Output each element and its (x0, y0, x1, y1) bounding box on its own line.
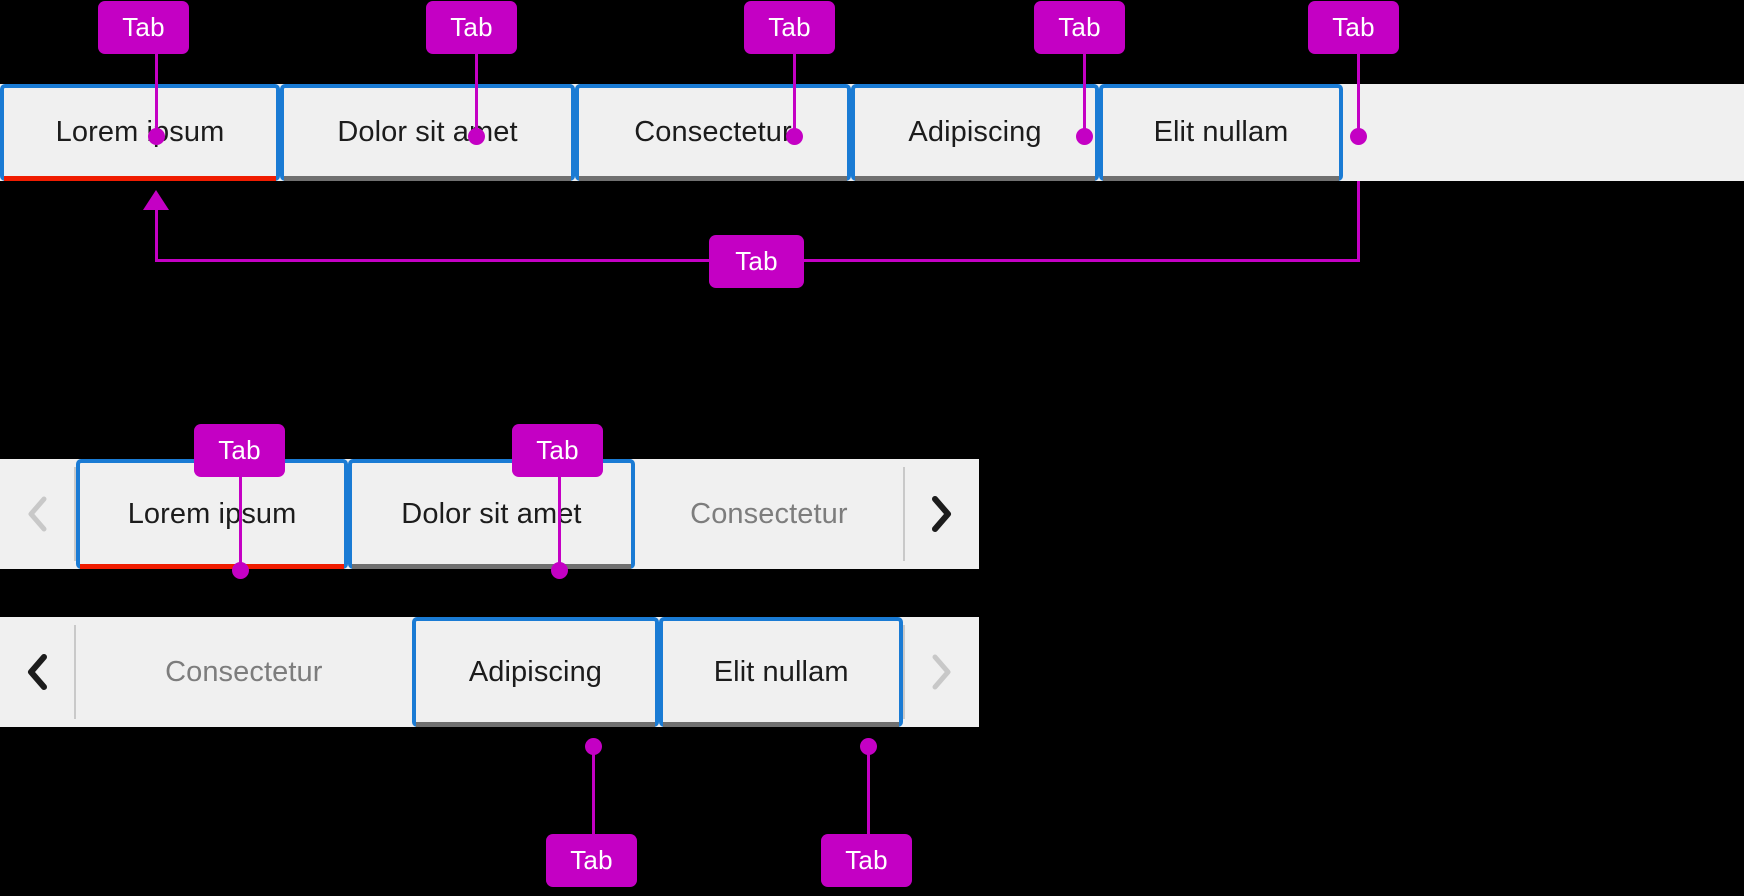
tab-label: Dolor sit amet (401, 497, 582, 530)
tab-elit-nullam[interactable]: Elit nullam (659, 617, 903, 727)
annotation-badge-label: Tab (218, 435, 261, 465)
annotation-badge: Tab (546, 834, 637, 887)
annotation-leader-line (475, 50, 478, 138)
scroll-prev-button[interactable] (0, 459, 76, 569)
annotation-anchor-dot (1350, 128, 1367, 145)
annotation-leader-line (793, 50, 796, 138)
tab-adipiscing[interactable]: Adipiscing (851, 84, 1099, 181)
tab-consectetur[interactable]: Consectetur (634, 459, 903, 569)
tab-label: Consectetur (690, 497, 848, 530)
annotation-badge-label: Tab (735, 246, 778, 276)
scrollable-tab-bar-page-2: Consectetur Adipiscing Elit nullam (0, 617, 979, 727)
annotation-badge: Tab (744, 1, 835, 54)
annotation-badge-label: Tab (768, 12, 811, 42)
tab-label: Lorem ipsum (55, 116, 225, 148)
tab-label: Consectetur (634, 116, 792, 148)
annotation-badge-label: Tab (122, 12, 165, 42)
annotation-leader-line (592, 748, 595, 843)
chevron-right-icon (932, 496, 951, 532)
tab-lorem-ipsum[interactable]: Lorem ipsum (0, 84, 280, 181)
annotation-anchor-dot (232, 562, 249, 579)
tab-elit-nullam[interactable]: Elit nullam (1099, 84, 1343, 181)
nav-divider (903, 625, 905, 719)
scroll-prev-button[interactable] (0, 617, 76, 727)
tab-consectetur[interactable]: Consectetur (575, 84, 851, 181)
chevron-left-icon (28, 654, 47, 690)
tab-label: Elit nullam (713, 655, 849, 688)
tab-consectetur[interactable]: Consectetur (76, 617, 412, 727)
annotation-badge: Tab (709, 235, 804, 288)
annotation-anchor-dot (468, 128, 485, 145)
annotation-leader-line (1357, 181, 1360, 262)
annotation-arrowhead (143, 190, 169, 210)
chevron-left-icon (28, 496, 47, 532)
annotation-leader-line (1357, 50, 1360, 138)
tab-adipiscing[interactable]: Adipiscing (411, 617, 660, 727)
tab-label: Dolor sit amet (337, 116, 518, 148)
chevron-right-icon (932, 654, 951, 690)
annotation-anchor-dot (860, 738, 877, 755)
annotation-badge: Tab (512, 424, 603, 477)
annotation-anchor-dot (786, 128, 803, 145)
annotation-leader-line (239, 473, 242, 568)
annotation-badge: Tab (1034, 1, 1125, 54)
tab-label: Consectetur (165, 655, 323, 688)
annotation-badge: Tab (1308, 1, 1399, 54)
scroll-next-button[interactable] (903, 459, 979, 569)
scroll-next-button[interactable] (903, 617, 979, 727)
annotation-badge: Tab (194, 424, 285, 477)
nav-divider (74, 625, 76, 719)
annotation-leader-line (558, 473, 561, 568)
tab-label: Lorem ipsum (127, 497, 297, 530)
annotation-badge-label: Tab (536, 435, 579, 465)
tab-label: Adipiscing (908, 116, 1042, 148)
annotation-anchor-dot (148, 128, 165, 145)
annotation-anchor-dot (551, 562, 568, 579)
nav-divider (903, 467, 905, 561)
annotation-badge: Tab (426, 1, 517, 54)
annotation-leader-line (155, 208, 158, 261)
annotation-badge: Tab (821, 834, 912, 887)
annotation-badge-label: Tab (845, 845, 888, 875)
annotation-leader-line (1083, 50, 1086, 138)
tab-label: Adipiscing (468, 655, 603, 688)
tab-dolor-sit-amet[interactable]: Dolor sit amet (280, 84, 575, 181)
tab-label: Elit nullam (1153, 116, 1289, 148)
nav-divider (74, 467, 76, 561)
annotation-badge-label: Tab (1332, 12, 1375, 42)
annotation-badge: Tab (98, 1, 189, 54)
annotation-leader-line (867, 748, 870, 843)
tab-bar-filler (1343, 84, 1744, 181)
annotation-anchor-dot (585, 738, 602, 755)
annotation-badge-label: Tab (450, 12, 493, 42)
annotation-badge-label: Tab (1058, 12, 1101, 42)
annotation-badge-label: Tab (570, 845, 613, 875)
full-tab-bar: Lorem ipsum Dolor sit amet Consectetur A… (0, 84, 1744, 181)
annotation-anchor-dot (1076, 128, 1093, 145)
scrollable-tab-bar-page-1: Lorem ipsum Dolor sit amet Consectetur (0, 459, 979, 569)
annotation-leader-line (155, 50, 158, 138)
